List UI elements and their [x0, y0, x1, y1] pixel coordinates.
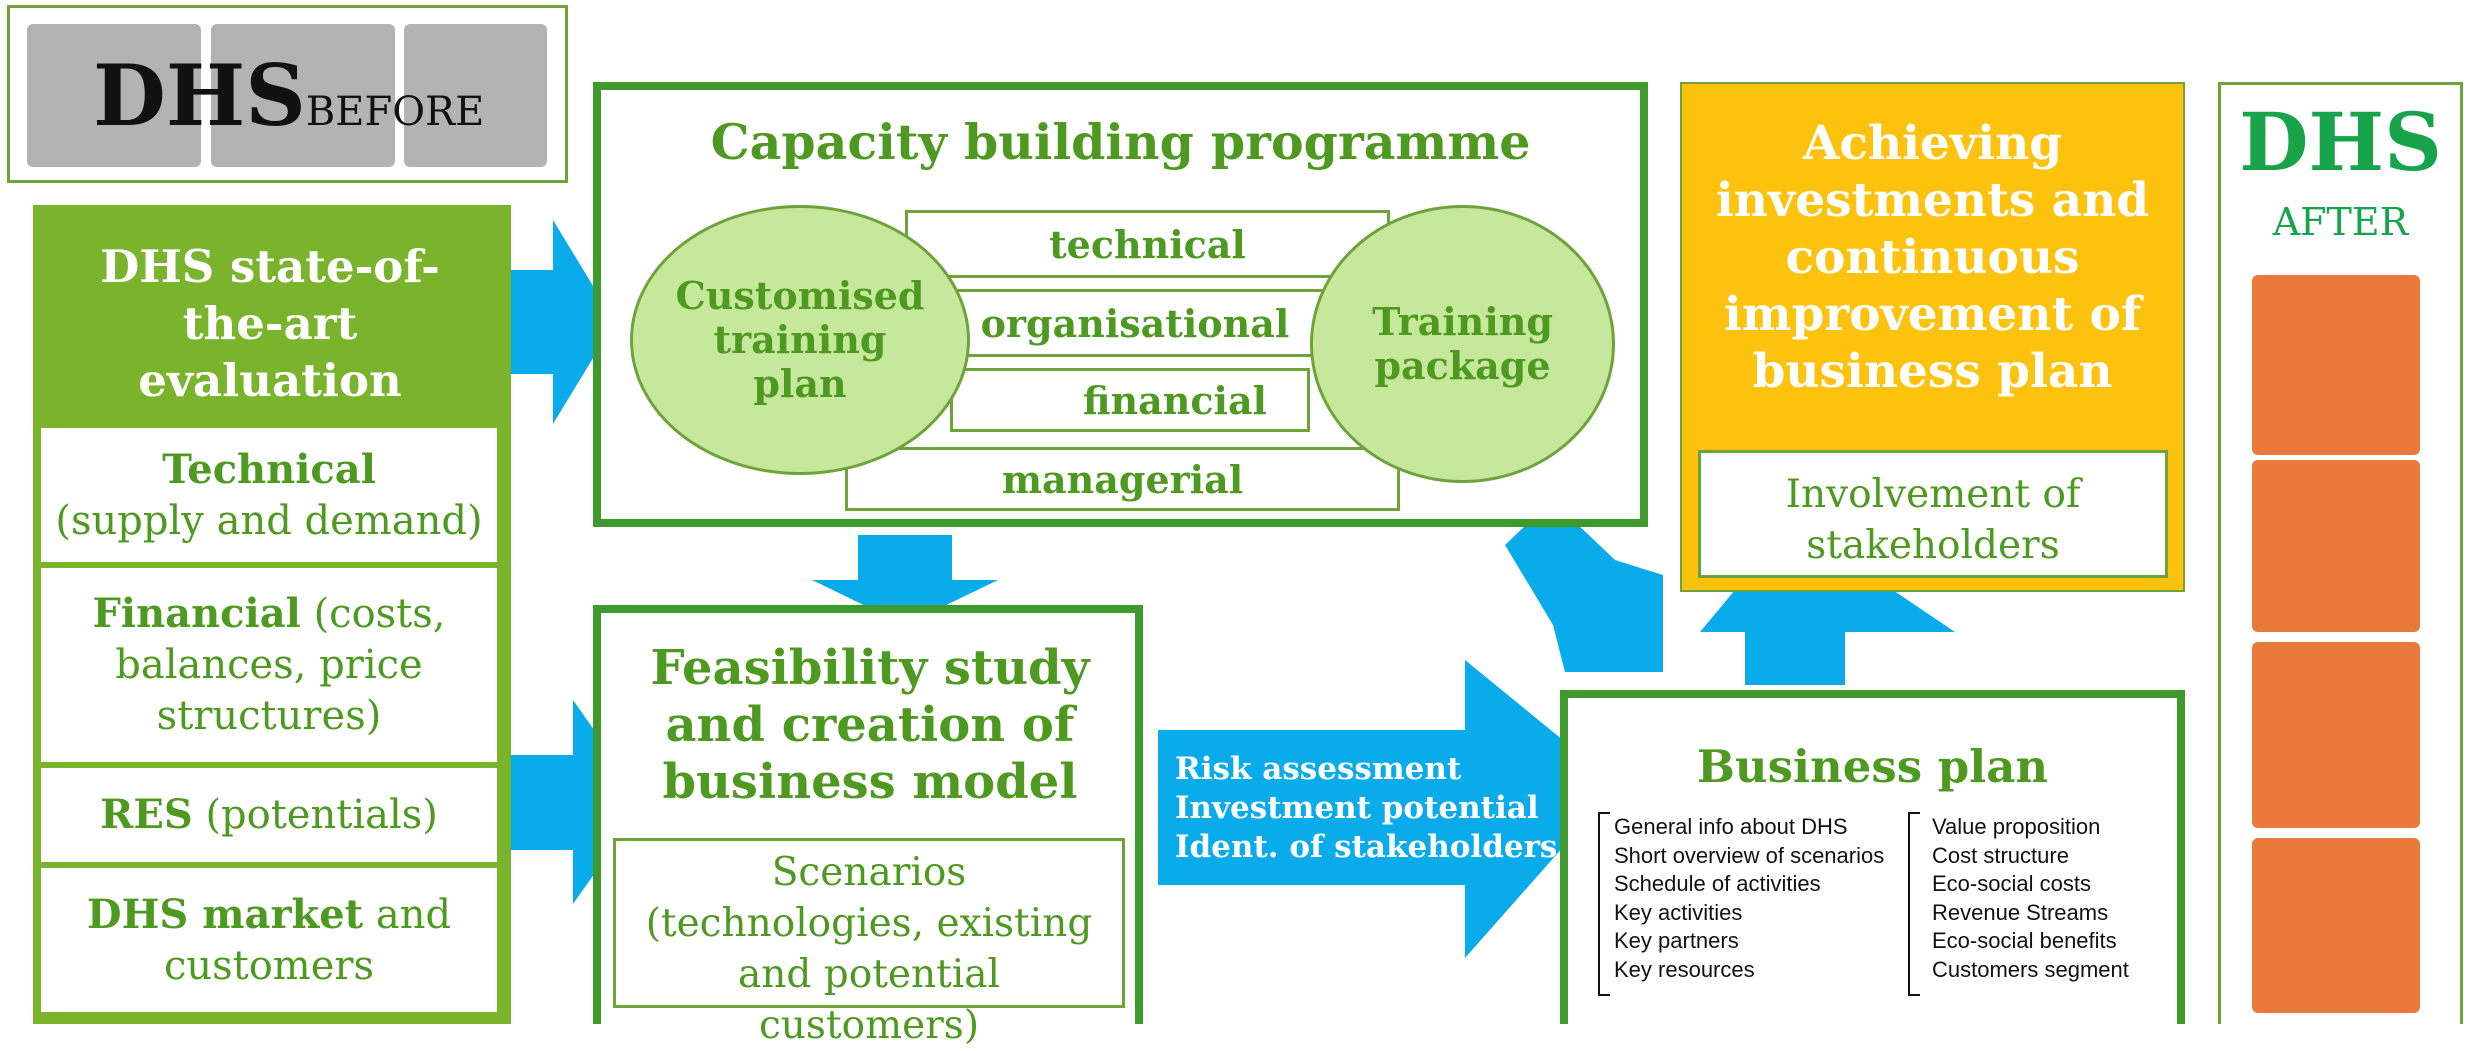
feasibility-sub: Scenarios (technologies, existing and po… — [613, 838, 1125, 1048]
arrow-risk — [1158, 660, 1618, 958]
achieving-title: Achieving investments and continuous imp… — [1715, 116, 2150, 399]
left-cell-financial: Financial (costs, balances, price struct… — [38, 565, 500, 765]
bp-item: General info about DHS — [1614, 814, 1848, 839]
bp-right-bracket — [1908, 812, 1920, 996]
cell-rest: (supply and demand) — [55, 497, 483, 544]
achieving-sub: Involvement of stakeholders — [1698, 450, 2168, 578]
risk-line: Risk assessment — [1175, 751, 1462, 787]
bar-financial: financial — [950, 368, 1310, 432]
bp-item: Key activities — [1614, 899, 1743, 925]
bp-item: Key partners — [1614, 928, 1739, 953]
arrow-capacity-diagonal — [1505, 500, 1663, 672]
business-plan-box — [1560, 690, 2185, 1024]
bp-item: Key resources — [1614, 956, 1755, 982]
cell-bold: Technical — [162, 445, 376, 493]
biomass-wood-icon — [2252, 838, 2420, 1013]
bar-managerial: managerial — [845, 447, 1400, 511]
cell-rest: (potentials) — [205, 792, 438, 838]
bp-item: Schedule of activities — [1614, 871, 1821, 896]
cell-rest: (costs, balances, price structures) — [115, 591, 446, 739]
heat-exchanger-icon — [2252, 460, 2420, 632]
bp-item: Short overview of scenarios — [1614, 842, 1885, 868]
before-title: DHS — [93, 46, 306, 145]
risk-line: Ident. of stakeholders — [1175, 829, 1558, 865]
left-cell-res: RES (potentials) — [38, 765, 500, 865]
bp-right-list: Value proposition Cost structure Eco-soc… — [1932, 813, 2129, 984]
coal-stove-icon — [211, 24, 395, 167]
arrow-capacity-down — [812, 535, 998, 625]
flow-arrows — [493, 220, 1955, 958]
feasibility-box — [593, 605, 1143, 1024]
bp-item: Eco-social benefits — [1932, 928, 2117, 953]
cell-bold: DHS market — [86, 890, 364, 938]
bp-left-list: General info about DHS Short overview of… — [1614, 813, 1884, 984]
bp-item: Customers segment — [1932, 956, 2129, 982]
before-subtitle: BEFORE — [305, 89, 485, 135]
district-heating-plant-icon — [2252, 275, 2420, 455]
risk-text: Risk assessment Investment potential Ide… — [1175, 750, 1557, 867]
bar-organisational: organisational — [905, 289, 1365, 357]
gas-bottle-icon — [404, 24, 547, 167]
before-label: DHS BEFORE — [93, 46, 484, 146]
bp-item: Revenue Streams — [1932, 899, 2109, 925]
radiator-icon — [2252, 642, 2420, 828]
furnace-icon — [27, 24, 201, 167]
risk-line: Investment potential — [1175, 790, 1539, 826]
capacity-title: Capacity building programme — [710, 113, 1531, 171]
cell-rest: and customers — [163, 891, 452, 989]
left-cell-market: DHS market and customers — [38, 865, 500, 1015]
left-cell-technical: Technical(supply and demand) — [38, 425, 500, 565]
after-title: DHS — [2239, 95, 2442, 189]
bp-item: Eco-social costs — [1932, 871, 2091, 896]
cell-bold: RES — [100, 791, 193, 838]
feasibility-title: Feasibility study and creation of busine… — [650, 640, 1090, 810]
left-panel-header: DHS state-of-the-art evaluation — [100, 240, 440, 407]
arrow-bp-up — [1700, 578, 1955, 685]
after-subtitle: AFTER — [2272, 200, 2409, 244]
ellipse-customised-training-plan: Customised training plan — [630, 205, 970, 475]
bp-item: Value proposition — [1932, 814, 2101, 839]
cell-bold: Financial — [92, 590, 301, 637]
dhs-before-box: DHS BEFORE — [7, 5, 568, 183]
bp-item: Cost structure — [1932, 842, 2069, 868]
business-plan-title: Business plan — [1696, 740, 2049, 793]
bar-technical: technical — [905, 210, 1390, 278]
ellipse-training-package: Training package — [1310, 205, 1615, 483]
arrow-to-capacity — [493, 220, 615, 424]
bp-left-bracket — [1598, 812, 1610, 996]
